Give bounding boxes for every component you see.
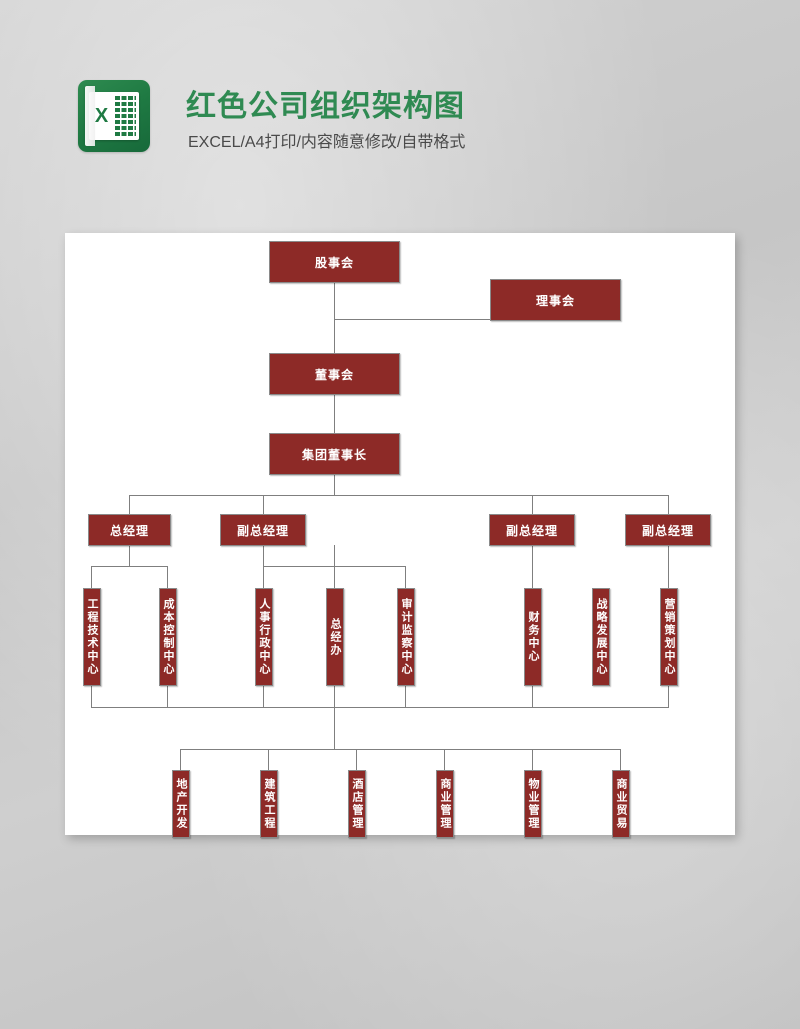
node-council[interactable]: 理事会 <box>490 279 621 321</box>
node-chairman[interactable]: 集团董事长 <box>269 433 400 475</box>
connector-dgm2-to-strategy <box>532 545 533 588</box>
page-subtitle: EXCEL/A4打印/内容随意修改/自带格式 <box>188 134 466 151</box>
node-deputy-gm-1[interactable]: 副总经理 <box>220 514 306 546</box>
connector-level3-riser-2 <box>167 685 168 708</box>
connector-gm-to-engtech <box>91 566 92 588</box>
connector-dgm3-to-marketing <box>668 545 669 588</box>
node-cost-control-center[interactable]: 成本控制中心 <box>159 588 177 686</box>
connector-center-drop <box>334 545 335 567</box>
node-general-manager-office[interactable]: 总经办 <box>326 588 344 686</box>
connector-level3-riser-6 <box>532 685 533 708</box>
connector-chairman-drop <box>334 474 335 496</box>
connector-level3-riser-1 <box>91 685 92 708</box>
connector-level2-drop-dgm3 <box>668 495 669 515</box>
page-title: 红色公司组织架构图 <box>186 90 465 123</box>
connector-center-to-audit <box>334 566 335 588</box>
connector-level3-bus <box>91 707 669 708</box>
node-property-management[interactable]: 物业管理 <box>524 770 542 838</box>
node-audit-supervision-center[interactable]: 审计监察中心 <box>397 588 415 686</box>
connector-level2-bus <box>129 495 669 496</box>
excel-logo-icon: X <box>78 80 150 152</box>
connector-gm-to-costcontrol <box>167 566 168 588</box>
connector-level3-riser-4 <box>334 685 335 708</box>
node-hotel-management[interactable]: 酒店管理 <box>348 770 366 838</box>
org-chart-canvas: 股事会 理事会 董事会 集团董事长 总经理 副总经理 副总经理 副总经理 工程技… <box>65 233 735 838</box>
connector-level3-riser-7 <box>668 685 669 708</box>
node-construction-engineering[interactable]: 建筑工程 <box>260 770 278 838</box>
node-board[interactable]: 董事会 <box>269 353 400 395</box>
excel-logo-fold <box>85 86 95 146</box>
node-marketing-planning-center[interactable]: 营销策划中心 <box>660 588 678 686</box>
connector-gm-subbus <box>91 566 167 567</box>
page-header: X 红色公司组织架构图 EXCEL/A4打印/内容随意修改/自带格式 <box>78 78 678 162</box>
connector-level3-riser-3 <box>263 685 264 708</box>
excel-logo-sheet: X <box>89 92 139 140</box>
node-deputy-gm-3[interactable]: 副总经理 <box>625 514 711 546</box>
node-commercial-trade[interactable]: 商业贸易 <box>612 770 630 838</box>
connector-level4-drop-property <box>532 749 533 771</box>
connector-level4-drop <box>334 707 335 750</box>
connector-level4-bus <box>180 749 620 750</box>
node-engineering-technology-center[interactable]: 工程技术中心 <box>83 588 101 686</box>
connector-board-to-chairman <box>334 394 335 434</box>
node-finance-center[interactable]: 财务中心 <box>524 588 542 686</box>
connector-center-to-finance <box>405 566 406 588</box>
node-real-estate-development[interactable]: 地产开发 <box>172 770 190 838</box>
connector-level3-riser-5 <box>405 685 406 708</box>
connector-level4-drop-realestate <box>180 749 181 771</box>
excel-logo-letter: X <box>94 105 109 127</box>
excel-logo-grid <box>115 96 136 136</box>
connector-level4-drop-construction <box>268 749 269 771</box>
connector-level4-drop-commercial <box>444 749 445 771</box>
node-strategy-development-center[interactable]: 战略发展中心 <box>592 588 610 686</box>
connector-level2-drop-dgm2 <box>532 495 533 515</box>
node-shareholders[interactable]: 股事会 <box>269 241 400 283</box>
connector-level2-drop-dgm1 <box>263 495 264 515</box>
node-commercial-management[interactable]: 商业管理 <box>436 770 454 838</box>
node-deputy-gm-2[interactable]: 副总经理 <box>489 514 575 546</box>
connector-level2-drop-gm <box>129 495 130 515</box>
connector-board-to-council <box>334 319 491 320</box>
connector-gm-drop <box>129 545 130 567</box>
connector-level4-drop-hotel <box>356 749 357 771</box>
node-general-manager[interactable]: 总经理 <box>88 514 171 546</box>
connector-center-to-gmoffice <box>263 566 264 588</box>
connector-level4-drop-trade <box>620 749 621 771</box>
node-hr-administration-center[interactable]: 人事行政中心 <box>255 588 273 686</box>
